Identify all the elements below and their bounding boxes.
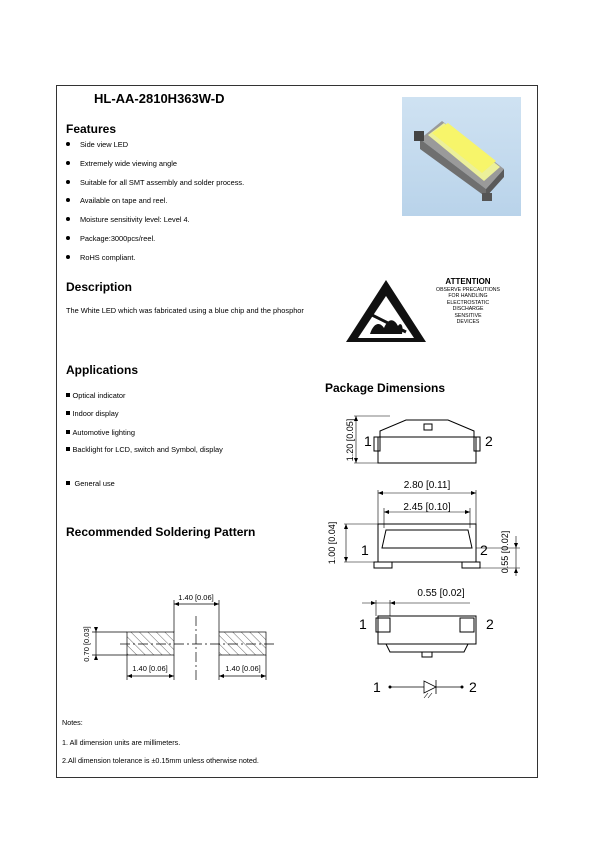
feature-item: RoHS compliant.: [66, 253, 135, 262]
pad-height-dimension: 0.55 [0.02]: [500, 531, 510, 574]
feature-item: Side view LED: [66, 140, 128, 149]
diode-pin2-label: 2: [469, 679, 477, 695]
pin2-label: 2: [480, 542, 488, 558]
application-item: Backlight for LCD, switch and Symbol, di…: [66, 445, 223, 454]
square-bullet-icon: [66, 481, 70, 485]
pin2-label: 2: [486, 616, 494, 632]
features-heading: Features: [66, 122, 117, 136]
application-item: Indoor display: [66, 409, 119, 418]
height-dimension: 1.20 [0.05]: [345, 419, 355, 462]
square-bullet-icon: [66, 411, 70, 415]
package-top-outline: [379, 419, 475, 437]
applications-heading: Applications: [66, 363, 139, 377]
pin1-label: 1: [361, 542, 369, 558]
gap-dimension: 1.40 [0.06]: [178, 593, 213, 602]
length-dimension: 2.80 [0.11]: [404, 480, 451, 491]
bullet-icon: [66, 142, 70, 147]
soldering-pattern-heading: Recommended Soldering Pattern: [66, 525, 256, 539]
note-item: 1. All dimension units are millimeters.: [62, 738, 181, 747]
pad-height-dimension: 0.70 [0.03]: [82, 626, 91, 661]
inner-length-dimension: 2.45 [0.10]: [403, 502, 450, 513]
application-item: Automotive lighting: [66, 428, 135, 437]
square-bullet-icon: [66, 447, 70, 451]
pin2-label: 2: [485, 433, 493, 449]
led-photo-graphic: [414, 121, 504, 201]
product-photo: [402, 97, 521, 216]
bullet-icon: [66, 161, 70, 166]
feature-item: Available on tape and reel.: [66, 196, 167, 205]
width-dimension: 1.00 [0.04]: [327, 522, 337, 565]
page-frame: [56, 85, 538, 778]
pin1-label: 1: [359, 616, 367, 632]
package-dimensions-drawing: 1.20 [0.05] 1 2 2.80 [0.11] 2.45 [0.10] …: [327, 415, 520, 699]
note-item: 2.All dimension tolerance is ±0.15mm unl…: [62, 756, 259, 765]
bullet-icon: [66, 255, 70, 260]
notes-heading: Notes:: [62, 718, 83, 727]
feature-item: Extremely wide viewing angle: [66, 159, 177, 168]
right-solder-pad: [218, 631, 267, 656]
right-pad-dimension: 1.40 [0.06]: [225, 664, 260, 673]
bullet-icon: [66, 180, 70, 185]
attention-heading: ATTENTION: [445, 277, 491, 286]
application-item: General use: [66, 479, 115, 488]
left-pad-dimension: 1.40 [0.06]: [132, 664, 167, 673]
description-heading: Description: [66, 280, 133, 294]
feature-item: Suitable for all SMT assembly and solder…: [66, 178, 244, 187]
pin1-label: 1: [364, 433, 372, 449]
package-dimensions-heading: Package Dimensions: [325, 381, 446, 395]
feature-item: Package:3000pcs/reel.: [66, 234, 155, 243]
esd-warning-icon: [346, 280, 426, 342]
square-bullet-icon: [66, 393, 70, 397]
pad-width-dimension: 0.55 [0.02]: [417, 588, 464, 599]
attention-text: OBSERVE PRECAUTIONS FOR HANDLING ELECTRO…: [436, 287, 500, 326]
package-front-body: [377, 523, 477, 563]
soldering-pattern-drawing: 1.40 [0.06] 0.70 [0.03] 1.40 [0.06] 1.40…: [82, 593, 276, 680]
bullet-icon: [66, 198, 70, 203]
application-item: Optical indicator: [66, 391, 126, 400]
square-bullet-icon: [66, 430, 70, 434]
diode-pin1-label: 1: [373, 679, 381, 695]
package-bottom-body: [377, 615, 477, 645]
feature-item: Moisture sensitivity level: Level 4.: [66, 215, 190, 224]
package-body: [377, 436, 477, 464]
left-solder-pad: [126, 631, 175, 656]
part-number-title: HL-AA-2810H363W-D: [94, 91, 225, 106]
bullet-icon: [66, 217, 70, 222]
bullet-icon: [66, 236, 70, 241]
description-text: The White LED which was fabricated using…: [66, 306, 304, 315]
